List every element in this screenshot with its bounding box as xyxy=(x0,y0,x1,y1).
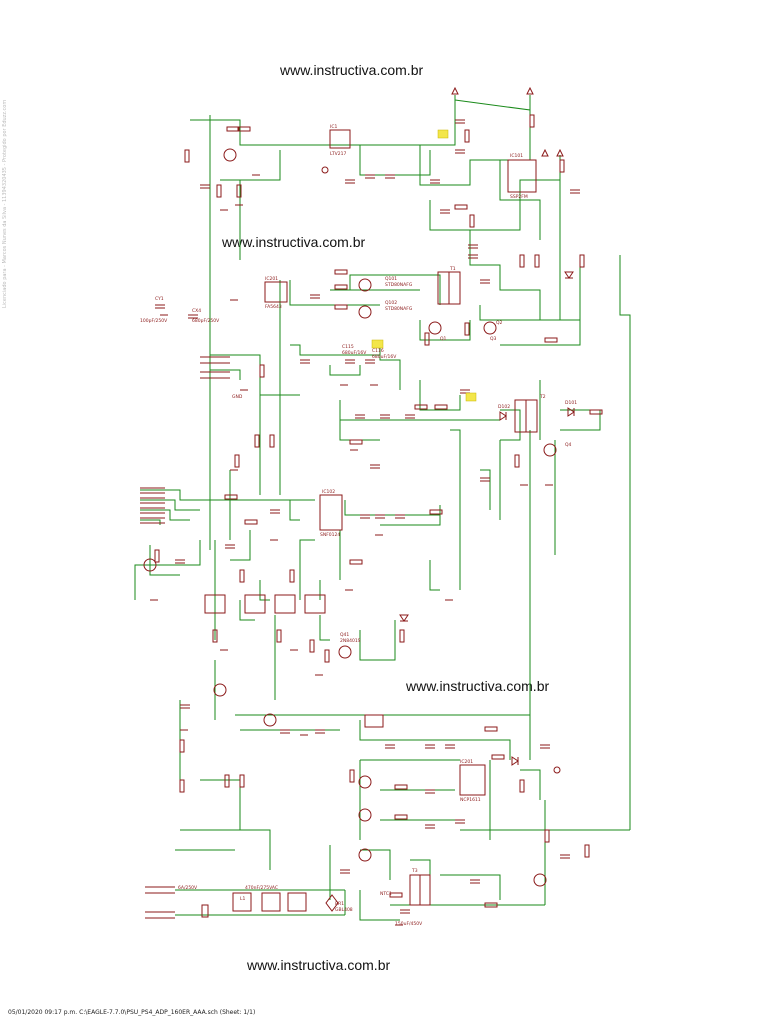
label-c115: C115 xyxy=(342,344,354,350)
highlight-markers xyxy=(371,129,477,402)
label-ic-left-part: FA5643 xyxy=(265,304,282,310)
label-q4: Q4 xyxy=(565,442,572,448)
watermark-bottom: www.instructiva.com.br xyxy=(247,957,391,973)
label-q2: Q2 xyxy=(496,320,503,326)
sheet-footer: 05/01/2020 09:17 p.m. C:\EAGLE-7.7.0\PSU… xyxy=(8,1009,256,1016)
label-cx4: CX4 xyxy=(192,308,201,314)
component-symbols xyxy=(140,86,603,926)
label-c1-val: 150uF/450V xyxy=(395,921,423,927)
label-ic-bottom: IC201 xyxy=(460,759,473,765)
label-gnd: GND xyxy=(232,394,243,400)
label-q101: Q101 xyxy=(385,276,397,282)
label-t1: T1 xyxy=(449,266,456,272)
label-q102: Q102 xyxy=(385,300,397,306)
label-c115-val: 680uF/16V xyxy=(342,350,367,356)
label-ic-mid-part: SNF0124 xyxy=(320,532,340,538)
label-ic-right-part: SSP2FM xyxy=(510,194,528,200)
label-br1: BR1 xyxy=(335,901,344,907)
label-ic-top: IC1 xyxy=(330,124,337,130)
watermark-top: www.instructiva.com.br xyxy=(280,62,424,78)
label-ic-left: IC201 xyxy=(265,276,278,282)
label-q3: Q3 xyxy=(490,336,497,342)
label-cy1-val: 100pF/250V xyxy=(140,318,168,324)
label-ic-mid: IC102 xyxy=(322,489,335,495)
label-f1-val: 6A/250V xyxy=(178,885,198,891)
component-labels: IC1 LTV217 IC101 SSP2FM IC201 FA5643 IC1… xyxy=(140,124,577,927)
label-c116-val: 680uF/16V xyxy=(372,354,397,360)
label-d101: D101 xyxy=(565,400,577,406)
label-ic-right: IC101 xyxy=(510,153,523,159)
label-q101-val: STD80NAFG xyxy=(385,282,413,288)
watermark-lower-mid: www.instructiva.com.br xyxy=(406,678,550,694)
label-q1: Q1 xyxy=(440,336,447,342)
label-ntc: NTC1 xyxy=(380,891,392,897)
label-q41-val: 2N8401S xyxy=(340,638,361,644)
label-ic-bottom-part: NCP1611 xyxy=(460,797,481,803)
label-q41: Q41 xyxy=(340,632,349,638)
label-br1-val: GBL408 xyxy=(335,907,353,913)
label-ic-top-part: LTV217 xyxy=(330,151,346,157)
label-c116: C116 xyxy=(372,348,384,354)
label-t3: T3 xyxy=(411,868,418,874)
label-l1: L1 xyxy=(240,896,246,902)
label-cx4-val: 680pF/250V xyxy=(192,318,220,324)
wire-network xyxy=(134,95,631,921)
label-t2: T2 xyxy=(539,394,546,400)
label-d102: D102 xyxy=(498,404,510,410)
label-cy1: CY1 xyxy=(155,296,164,302)
label-q102-val: STD80NAFG xyxy=(385,306,413,312)
label-cx1-val: 470nF/275VAC xyxy=(245,885,278,891)
watermark-upper-mid: www.instructiva.com.br xyxy=(222,234,366,250)
